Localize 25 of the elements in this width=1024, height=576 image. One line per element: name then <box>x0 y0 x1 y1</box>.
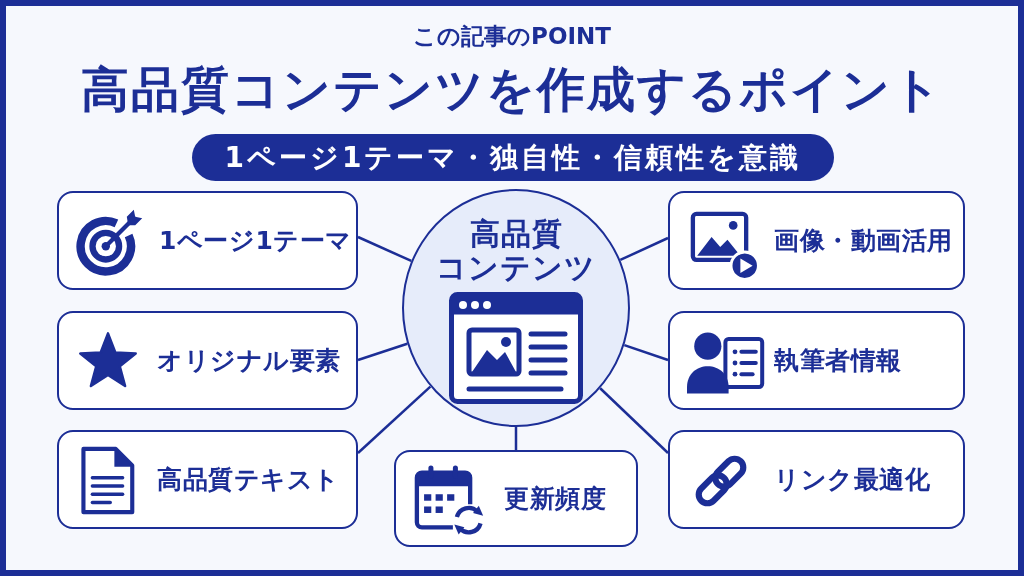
connector-line <box>357 342 408 362</box>
topic-card <box>668 430 965 529</box>
connector-line <box>357 235 412 263</box>
topic-card <box>394 450 638 547</box>
topic-card <box>57 191 358 290</box>
topic-card <box>668 191 965 290</box>
topic-label: 更新頻度 <box>504 483 606 514</box>
connector-line <box>599 387 669 454</box>
topic-card <box>57 430 358 529</box>
topic-label: オリジナル要素 <box>157 345 341 376</box>
topic-label: リンク最適化 <box>774 464 930 495</box>
connector-line <box>619 236 669 262</box>
connector-line <box>514 427 518 450</box>
connector-line <box>357 385 432 454</box>
title-text: 高品質コンテンツを作成するポイント <box>81 62 943 118</box>
kicker-text: この記事のPOINT <box>413 23 611 51</box>
hub-title: 高品質コンテンツ <box>435 217 597 285</box>
topic-label: 1ページ1テーマ <box>159 225 352 256</box>
topic-label: 画像・動画活用 <box>774 225 953 256</box>
banner-text: 1ページ1テーマ・独自性・信頼性を意識 <box>224 140 802 175</box>
topic-card <box>668 311 965 410</box>
topic-card <box>57 311 358 410</box>
banner <box>192 134 834 181</box>
topic-label: 高品質テキスト <box>157 464 340 495</box>
topic-label: 執筆者情報 <box>774 345 902 376</box>
